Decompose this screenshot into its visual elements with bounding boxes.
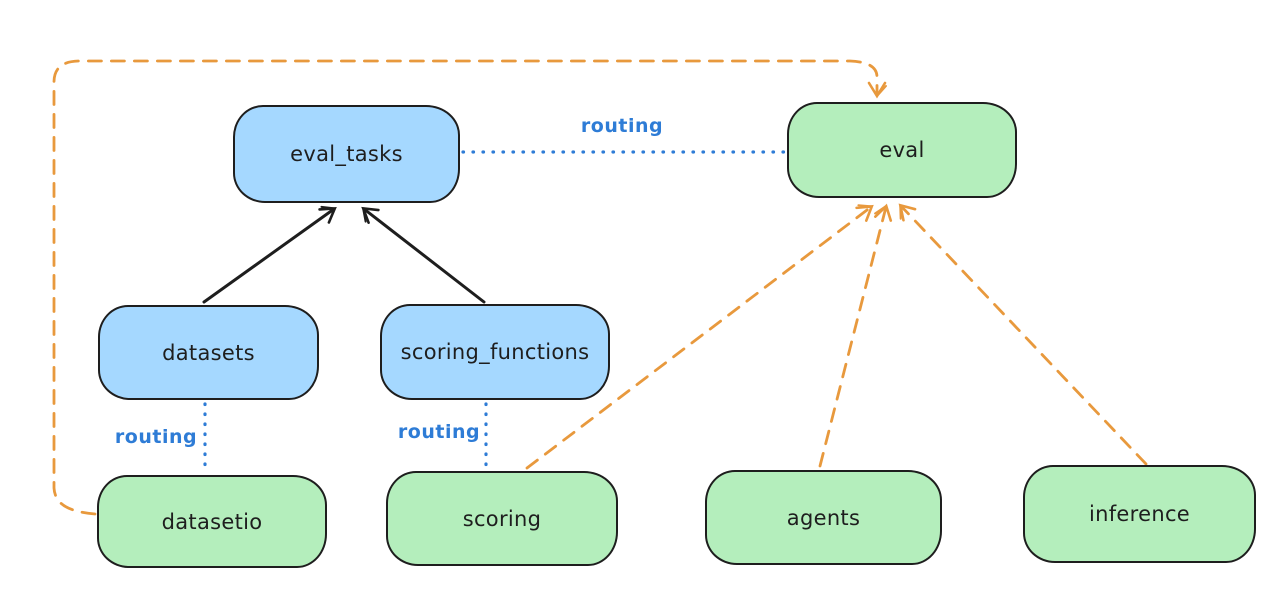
node-agents: agents — [705, 470, 942, 565]
node-datasetio: datasetio — [97, 475, 327, 568]
node-scoring-functions: scoring_functions — [380, 304, 610, 400]
node-inference-label: inference — [1088, 502, 1191, 526]
node-datasets-label: datasets — [162, 340, 255, 365]
node-scoring-functions-label: scoring_functions — [400, 340, 590, 364]
edge-label-routing-eval-tasks-eval: routing — [580, 115, 664, 137]
node-eval-label: eval — [879, 138, 925, 162]
node-agents-label: agents — [786, 505, 861, 530]
node-eval-tasks-label: eval_tasks — [290, 142, 403, 166]
node-eval: eval — [787, 102, 1017, 198]
edge-datasets-to-eval-tasks — [202, 205, 337, 304]
node-datasetio-label: datasetio — [161, 509, 263, 534]
edge-agents-to-eval — [818, 203, 893, 468]
node-inference: inference — [1023, 465, 1256, 563]
node-scoring: scoring — [386, 471, 618, 566]
node-eval-tasks: eval_tasks — [233, 105, 460, 203]
node-datasets: datasets — [98, 305, 319, 400]
edge-scoring-functions-to-eval-tasks — [361, 206, 486, 304]
edge-label-routing-datasets-datasetio: routing — [114, 426, 198, 448]
node-scoring-label: scoring — [462, 506, 542, 531]
edge-label-routing-scoring-functions-scoring: routing — [397, 421, 481, 443]
edge-inference-to-eval — [898, 203, 1148, 466]
